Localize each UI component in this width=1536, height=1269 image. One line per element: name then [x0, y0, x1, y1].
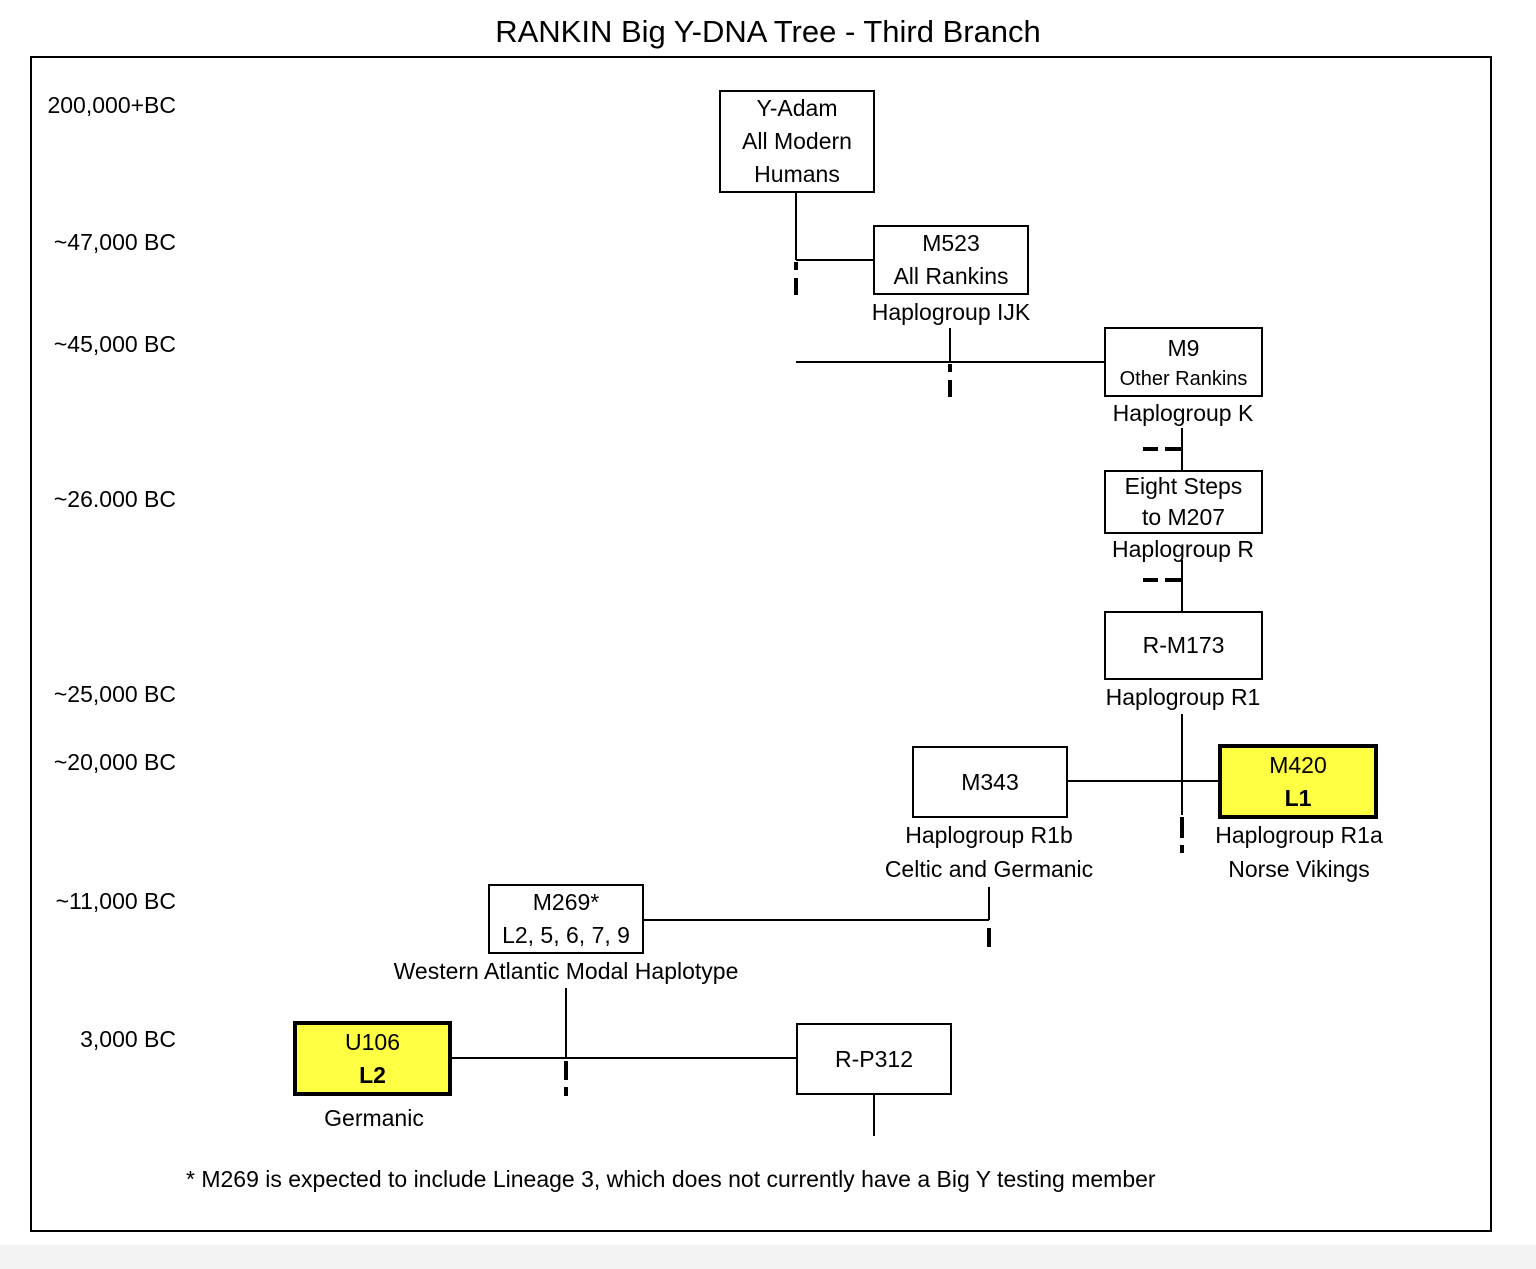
node-caption: Haplogroup R1a Norse Vikings	[1190, 818, 1408, 886]
node-u106: U106 L2	[293, 1021, 452, 1096]
node-caption: Germanic	[324, 1105, 424, 1131]
node-m420: M420 L1	[1218, 744, 1378, 819]
node-line: Y-Adam	[756, 95, 838, 121]
node-line: L2, 5, 6, 7, 9	[502, 922, 630, 948]
date-label: ~20,000 BC	[53, 749, 176, 775]
node-caption-line: Haplogroup R1b	[905, 822, 1073, 848]
footnote: * M269 is expected to include Lineage 3,…	[186, 1166, 1156, 1192]
node-r-m173: R-M173	[1104, 611, 1263, 680]
node-line: M420	[1269, 751, 1327, 778]
date-label: ~11,000 BC	[55, 888, 176, 914]
node-r-p312: R-P312	[796, 1023, 952, 1095]
node-caption: Haplogroup R1	[1105, 684, 1261, 710]
page-bottom-shade	[0, 1245, 1536, 1269]
date-label: 200,000+BC	[47, 92, 176, 118]
node-caption-line: Haplogroup R1a	[1215, 822, 1383, 848]
node-line: Eight Steps	[1124, 473, 1243, 499]
node-line: R-M173	[1142, 632, 1225, 658]
node-eight-steps: Eight Steps to M207	[1104, 470, 1263, 534]
date-label: ~47,000 BC	[53, 229, 176, 255]
node-m269: M269* L2, 5, 6, 7, 9	[488, 884, 644, 954]
node-caption-line: Celtic and Germanic	[884, 856, 1094, 882]
node-line: M523	[922, 230, 980, 256]
node-line: U106	[345, 1028, 400, 1055]
node-caption: Haplogroup R1b Celtic and Germanic	[860, 818, 1118, 886]
node-line: to M207	[1141, 504, 1226, 530]
node-line: Humans	[754, 161, 840, 187]
node-caption-line: Norse Vikings	[1228, 856, 1370, 882]
node-line: Other Rankins	[1119, 367, 1248, 390]
date-label: ~45,000 BC	[53, 331, 176, 357]
date-label: 3,000 BC	[80, 1026, 176, 1052]
node-line: M269*	[532, 889, 600, 915]
node-caption: Haplogroup K	[1112, 400, 1254, 426]
node-line: L2	[359, 1061, 386, 1088]
node-line: All Modern	[742, 128, 852, 154]
date-label: ~26.000 BC	[53, 486, 176, 512]
diagram-title: RANKIN Big Y-DNA Tree - Third Branch	[495, 14, 1041, 49]
date-label: ~25,000 BC	[53, 681, 176, 707]
node-line: All Rankins	[893, 263, 1009, 289]
node-line: L1	[1284, 784, 1312, 811]
node-caption: Haplogroup IJK	[871, 299, 1031, 325]
node-m343: M343	[912, 746, 1068, 818]
node-line: M343	[961, 768, 1019, 795]
node-line: R-P312	[835, 1045, 913, 1072]
diagram-frame	[30, 56, 1492, 1232]
node-caption: Haplogroup R	[1112, 536, 1254, 562]
node-y-adam: Y-Adam All Modern Humans	[719, 90, 875, 193]
node-m9: M9 Other Rankins	[1104, 327, 1263, 397]
node-caption: Western Atlantic Modal Haplotype	[393, 958, 739, 984]
node-m523: M523 All Rankins	[873, 225, 1029, 295]
node-line: M9	[1167, 334, 1200, 361]
